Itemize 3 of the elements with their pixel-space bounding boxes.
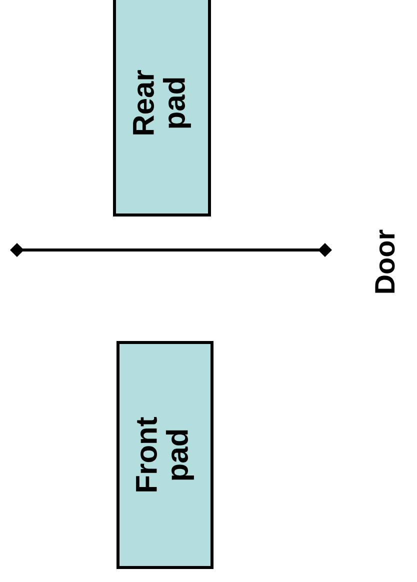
pad-box: Rear pad <box>113 0 211 216</box>
door-label: Door <box>375 230 395 293</box>
pad-box: Front pad <box>116 341 214 569</box>
